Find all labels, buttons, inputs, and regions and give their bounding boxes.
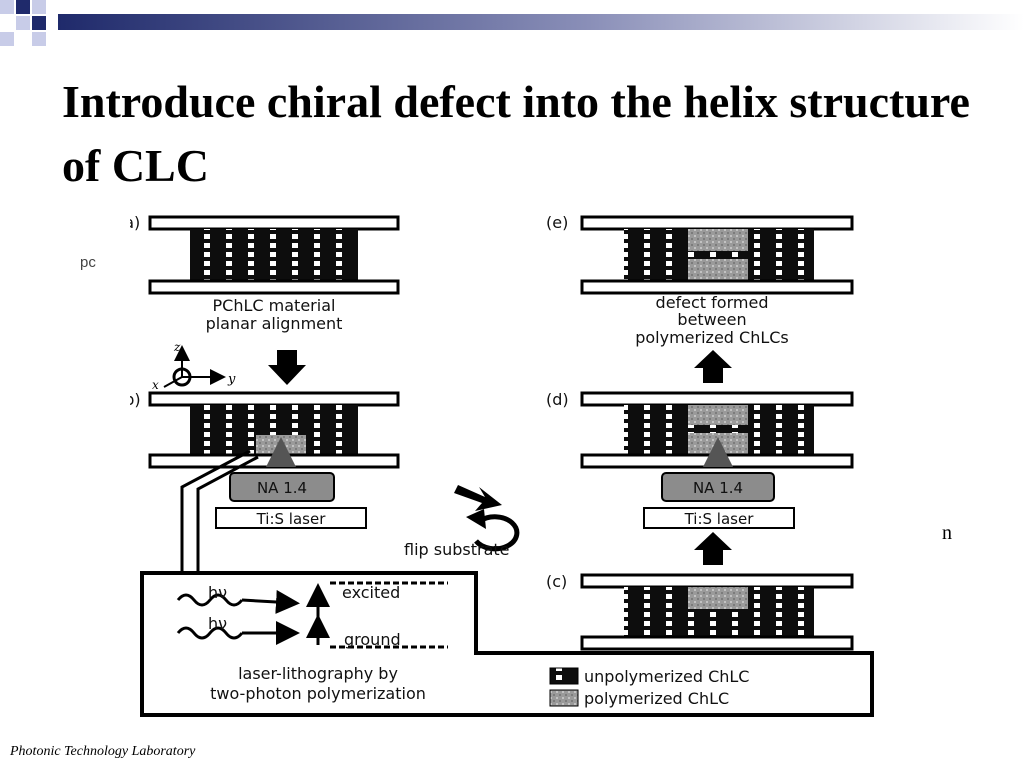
rotate-icon — [474, 514, 520, 552]
caption-a-line1: PChLC material — [213, 296, 336, 315]
slide-title: Introduce chiral defect into the helix s… — [62, 76, 970, 191]
gradient-bar — [58, 14, 1024, 30]
caption-e-line2: between — [677, 310, 746, 329]
caption-a-line2: planar alignment — [206, 314, 343, 333]
panel-label-d: (d) — [546, 390, 569, 409]
laser-label-d: Ti:S laser — [684, 510, 755, 528]
na-label-d: NA 1.4 — [693, 479, 743, 497]
axis-z-label: z — [173, 340, 181, 354]
corner-square — [32, 16, 46, 30]
legend-unpolymerized: unpolymerized ChLC — [584, 667, 749, 686]
caption-e-line3: polymerized ChLCs — [635, 328, 789, 347]
energy-diagram — [176, 581, 448, 649]
corner-square — [32, 32, 46, 46]
litho-caption-line1: laser-lithography by — [238, 664, 398, 683]
panel-label-c: (c) — [546, 572, 567, 591]
flip-label: flip substrate — [404, 540, 510, 559]
cell-a — [148, 215, 400, 295]
up-arrow — [694, 350, 732, 383]
panel-label-b: (b) — [130, 390, 141, 409]
cell-e — [580, 215, 854, 295]
cell-c — [580, 573, 854, 651]
objective-lens-b — [229, 472, 335, 502]
corner-square — [16, 16, 30, 30]
panel-label-a: (a) — [130, 213, 140, 232]
laser-box-b — [215, 507, 367, 529]
ground-label: ground — [344, 630, 401, 649]
corner-square — [32, 0, 46, 14]
legend-swatch-polymerized — [549, 689, 579, 707]
corner-square — [0, 0, 14, 14]
cell-b — [148, 391, 400, 469]
laser-box-d — [643, 507, 795, 529]
stray-text-right: n — [942, 522, 952, 544]
caption-e-line1: defect formed — [656, 293, 769, 312]
excited-label: excited — [342, 583, 400, 602]
beam-path — [180, 449, 259, 573]
up-arrow — [694, 532, 732, 565]
corner-square — [16, 0, 30, 14]
laser-label-b: Ti:S laser — [256, 510, 327, 528]
lithography-box — [140, 571, 874, 717]
chiral-defect-diagram: (a) PChLC material planar alignment z y … — [130, 213, 874, 717]
rotate-icon-head — [466, 509, 486, 529]
axis-x-label: x — [152, 378, 159, 392]
na-label-b: NA 1.4 — [257, 479, 307, 497]
objective-lens-d — [661, 472, 775, 502]
hv-label-top: hν — [208, 583, 227, 602]
flip-arrow — [454, 485, 502, 511]
panel-label-e: (e) — [546, 213, 568, 232]
legend-swatch-unpolymerized — [549, 667, 579, 685]
footer-text: Photonic Technology Laboratory — [10, 744, 196, 759]
title-bar-decoration — [0, 0, 1024, 46]
axes-icon — [163, 345, 226, 388]
cell-d — [580, 391, 854, 469]
legend-polymerized: polymerized ChLC — [584, 689, 729, 708]
down-arrow — [268, 350, 306, 385]
corner-square — [0, 32, 14, 46]
axis-y-label: y — [227, 372, 236, 387]
hv-label-bottom: hν — [208, 614, 227, 633]
litho-caption-line2: two-photon polymerization — [210, 684, 426, 703]
stray-text-left: pc — [80, 254, 96, 271]
